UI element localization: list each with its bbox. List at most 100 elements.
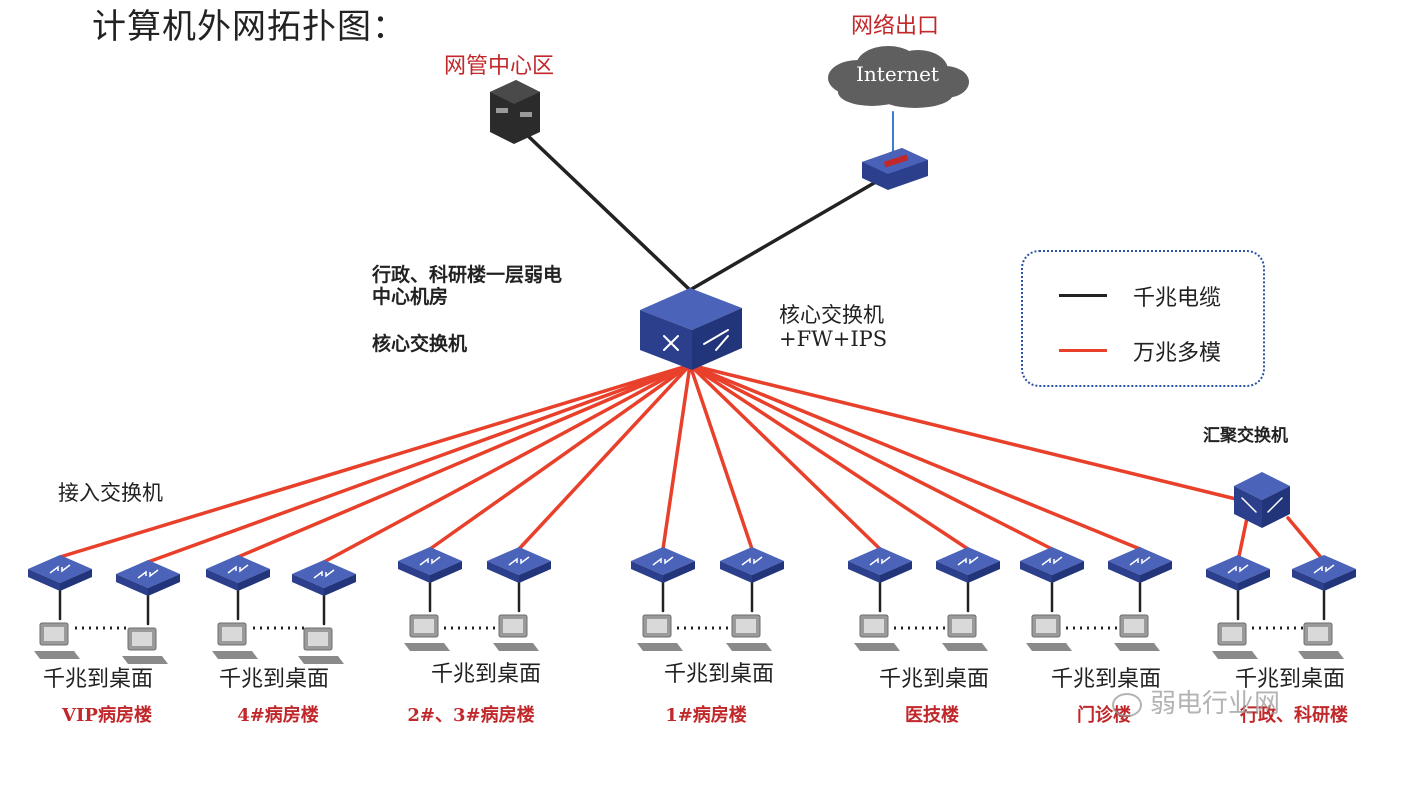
access-switch-arrows (419, 556, 441, 566)
access-switch-arrows (869, 556, 891, 566)
core-left-face (640, 310, 692, 370)
pc-icon (34, 622, 80, 659)
fiber-link-line-11 (688, 363, 1054, 551)
access-switch-right (1052, 561, 1084, 583)
access-switch-left (28, 569, 60, 591)
pc-base (726, 643, 772, 651)
pc-icon (942, 614, 988, 651)
access-switch-icon (936, 547, 1000, 583)
access-switch-right (430, 561, 462, 583)
legend-fiber-line (1059, 349, 1107, 352)
group-medtech-desk-label: 千兆到桌面 (878, 667, 990, 692)
watermark-text: 弱电行业网 (1150, 689, 1281, 719)
access-switch-left (848, 561, 880, 583)
pc-screen (132, 632, 152, 646)
pc-screen (1124, 619, 1144, 633)
pc-screen (736, 619, 756, 633)
nms-server-icon (490, 80, 540, 144)
pc-base (1212, 651, 1258, 659)
pc-screen (308, 632, 328, 646)
access-switch-arrows (652, 556, 674, 566)
fiber-link-line-5 (428, 363, 692, 551)
access-switch-icon (28, 555, 92, 591)
pc-screen (952, 619, 972, 633)
group-vip-building: VIP病房楼 (62, 705, 152, 726)
access-switch-left (1108, 561, 1140, 583)
access-switch-arrows (1041, 556, 1063, 566)
access-switch-icon (631, 547, 695, 583)
access-switch-right (148, 574, 180, 596)
access-switch-arrows (741, 556, 763, 566)
core-location-label: 行政、科研楼一层弱电 中心机房 (372, 264, 563, 308)
aggregation-arrow (1241, 497, 1257, 513)
access-switch-right (519, 561, 551, 583)
pc-icon (212, 622, 258, 659)
fiber-link-line-9 (688, 363, 882, 551)
pc-icon (726, 614, 772, 651)
aggregation-to-access-line-1 (1236, 516, 1249, 563)
pc-icon (1026, 614, 1072, 651)
fiber-link-line-4 (322, 363, 692, 564)
server-top (490, 80, 540, 104)
internet-label: Internet (856, 62, 939, 86)
core-switch-right-label: 核心交换机 +FW+IPS (779, 303, 888, 352)
core-arrow (715, 335, 729, 351)
fiber-link-line-12 (688, 363, 1142, 551)
server-slot (496, 108, 508, 113)
internet-cloud-icon (828, 46, 969, 108)
group-1-desk-label: 千兆到桌面 (663, 662, 775, 687)
pc-icon (493, 614, 539, 651)
access-switch-arrows (1227, 564, 1249, 574)
access-switch-icon (1020, 547, 1084, 583)
access-switch-left (206, 569, 238, 591)
access-switch-icon (398, 547, 462, 583)
access-switch-arrows (508, 556, 530, 566)
fiber-link-line-1 (58, 363, 692, 559)
access-switch-left (1292, 569, 1324, 591)
pc-screen (647, 619, 667, 633)
access-switch-arrows (313, 569, 335, 579)
pc-base (1114, 643, 1160, 651)
pc-icon (637, 614, 683, 651)
fiber-link-line-3 (236, 363, 692, 559)
access-switch-icon (292, 560, 356, 596)
pc-base (212, 651, 258, 659)
group-4-building: 4#病房楼 (237, 705, 319, 726)
access-switch-arrows (49, 564, 71, 574)
pc-base (637, 643, 683, 651)
group-outpatient-desk-label: 千兆到桌面 (1050, 667, 1162, 692)
core-switch-left-label: 核心交换机 (372, 333, 468, 355)
access-switch-right (1140, 561, 1172, 583)
aggregation-switch-icon (1234, 472, 1290, 528)
access-switch-left (292, 574, 324, 596)
watermark: 弱电行业网 (1112, 683, 1280, 720)
legend-fiber-label: 万兆多模 (1133, 341, 1222, 366)
pc-screen (1308, 627, 1328, 641)
network-exit-label: 网络出口 (851, 14, 940, 39)
fiber-link-line-6 (517, 363, 692, 551)
access-switch-left (936, 561, 968, 583)
firewall-icon (862, 148, 928, 190)
pc-icon (298, 627, 344, 664)
pc-icon (1114, 614, 1160, 651)
core-arrow (703, 329, 729, 345)
pc-base (854, 643, 900, 651)
access-switch-left (398, 561, 430, 583)
pc-screen (222, 627, 242, 641)
access-switch-icon (1206, 555, 1270, 591)
access-switch-right (880, 561, 912, 583)
group-2-3-building: 2#、3#病房楼 (407, 705, 535, 726)
pc-screen (1222, 627, 1242, 641)
aggregation-switch-label: 汇聚交换机 (1203, 426, 1288, 446)
access-switch-left (631, 561, 663, 583)
core-top (640, 288, 742, 330)
fiber-link-line-aggregation (688, 363, 1242, 502)
firewall-link-line (688, 170, 895, 292)
pc-base (1026, 643, 1072, 651)
access-switch-right (238, 569, 270, 591)
fiber-link-line-7 (661, 363, 692, 551)
access-switch-icon (848, 547, 912, 583)
pc-base (1298, 651, 1344, 659)
